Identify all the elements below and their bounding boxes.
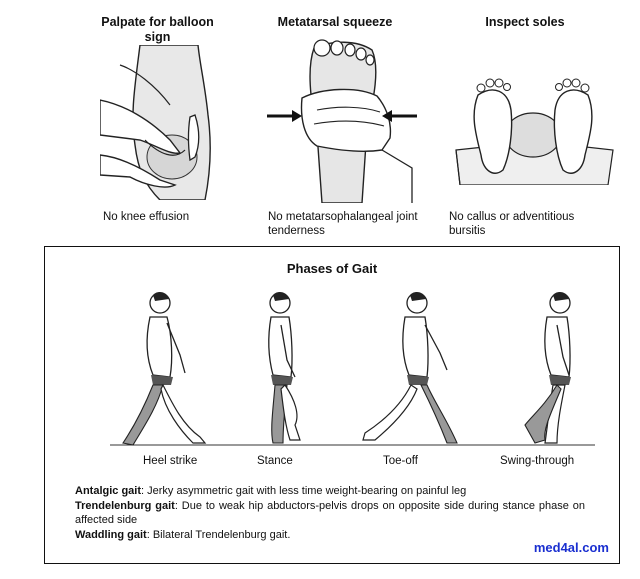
phase-label-toe-off: Toe-off: [383, 455, 418, 467]
soles-inspection-illustration: [448, 70, 618, 185]
definition-waddling: Waddling gait: Bilateral Trendelenburg g…: [75, 529, 595, 543]
foot-squeeze-illustration: [262, 38, 422, 203]
definition-trendelenburg: Trendelenburg gait: Due to weak hip abdu…: [75, 500, 585, 527]
panel-title-metatarsal-squeeze: Metatarsal squeeze: [277, 15, 393, 29]
stance-figure: [268, 291, 301, 444]
definition-term: Trendelenburg gait: [75, 500, 175, 512]
panel-caption-inspect-soles: No callus or adventitious bursitis: [449, 211, 575, 237]
definition-antalgic: Antalgic gait: Jerky asymmetric gait wit…: [75, 485, 595, 499]
gait-figures-illustration: [110, 291, 595, 446]
watermark: med4al.com: [533, 540, 609, 555]
knee-palpation-illustration: [100, 45, 230, 200]
definition-term: Waddling gait: [75, 529, 147, 541]
panel-caption-metatarsal-squeeze: No metatarsophalangeal joint tenderness: [268, 211, 418, 237]
panel-title-balloon-sign: Palpate for balloon sign: [101, 15, 214, 44]
toe-off-figure: [362, 291, 458, 444]
panel-caption-balloon-sign: No knee effusion: [103, 211, 190, 223]
definition-text: : Due to weak hip abductors-pelvis drops…: [75, 500, 586, 526]
heel-strike-figure: [122, 291, 207, 446]
gait-phases-panel: Phases of Gait: [44, 246, 620, 564]
phase-label-heel-strike: Heel strike: [143, 455, 198, 467]
definition-term: Antalgic gait: [75, 485, 142, 497]
swing-through-figure: [524, 291, 571, 444]
definition-text: : Bilateral Trendelenburg gait.: [146, 529, 291, 541]
definition-text: : Jerky asymmetric gait with less time w…: [141, 485, 467, 497]
phase-label-stance: Stance: [257, 455, 293, 467]
phase-label-swing-through: Swing-through: [500, 455, 575, 467]
gait-title: Phases of Gait: [286, 261, 378, 276]
panel-title-inspect-soles: Inspect soles: [485, 15, 565, 29]
